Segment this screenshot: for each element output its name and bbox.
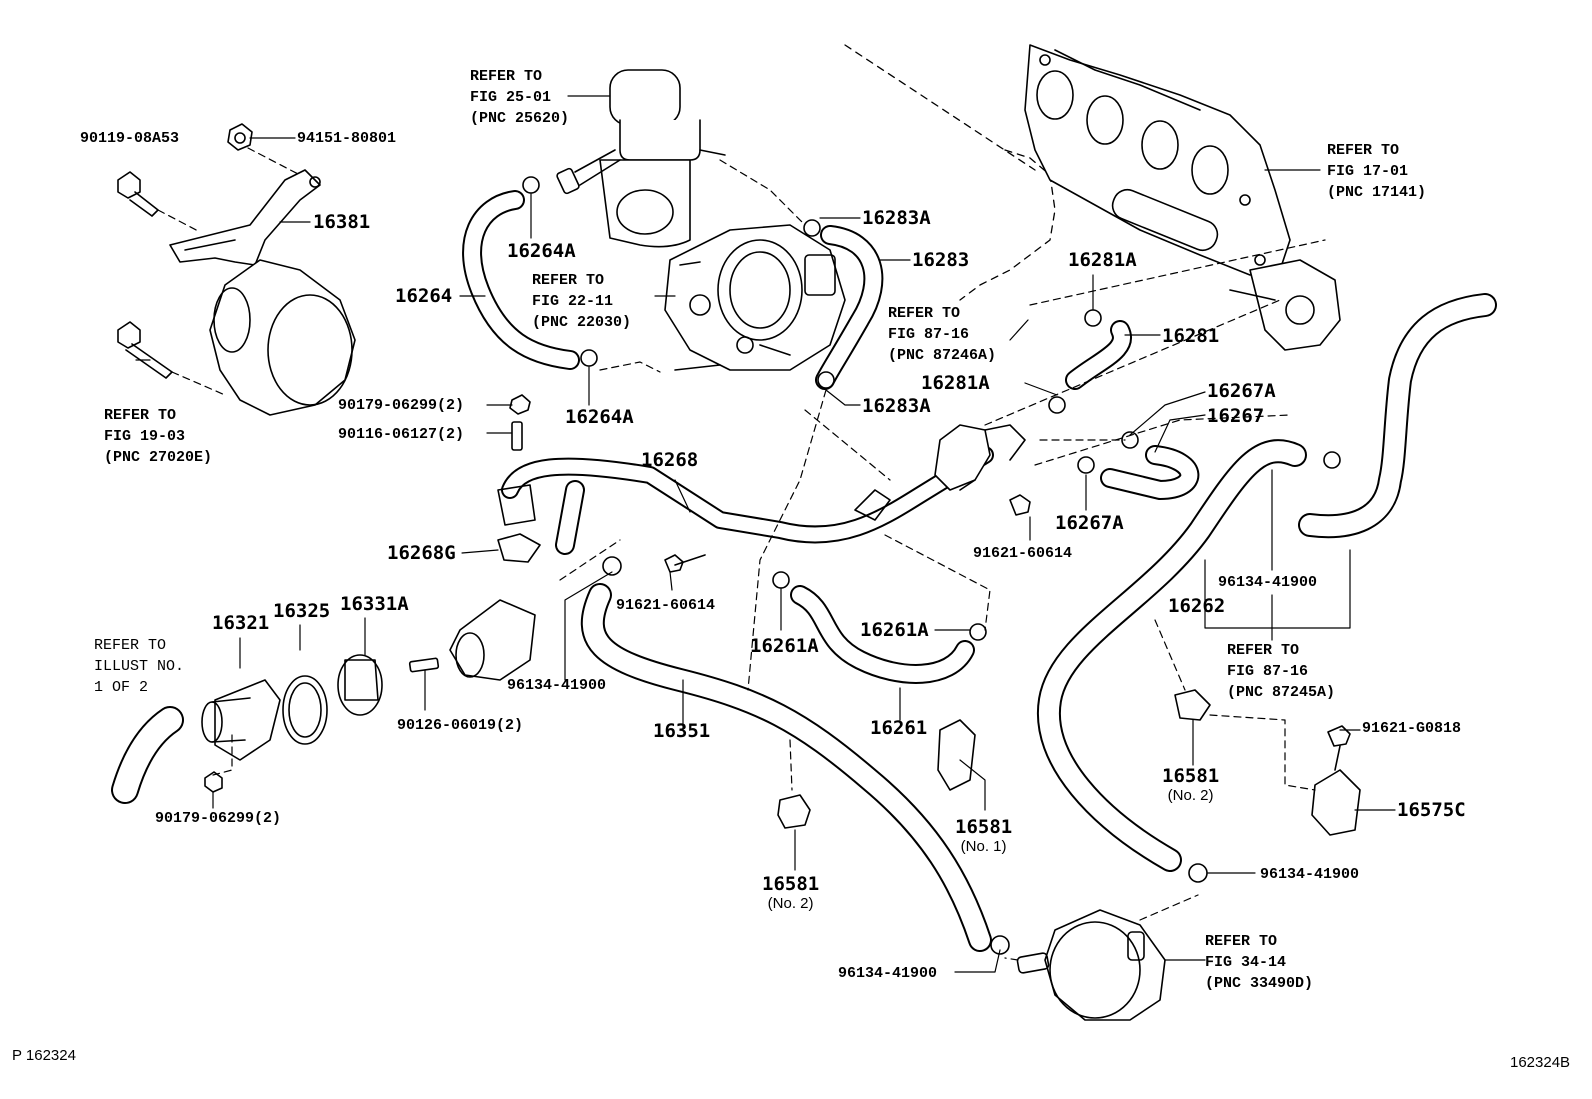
oil-cooler — [1016, 909, 1166, 1021]
ref-fig-19-03: REFER TO FIG 19-03 (PNC 27020E) — [104, 405, 212, 468]
label-16267a-top: 16267A — [1207, 380, 1276, 402]
label-96134-41900-left: 96134-41900 — [507, 677, 607, 694]
label-90179-06299-bottom: 90179-06299(2) — [155, 810, 282, 827]
throttle-body — [664, 224, 846, 371]
label-91621-60614-right: 91621-60614 — [973, 545, 1073, 562]
part-qualifier: (No. 1) — [960, 838, 1007, 855]
ref-line: (PNC 17141) — [1327, 184, 1427, 201]
label-16351: 16351 — [653, 720, 711, 742]
label-16381: 16381 — [313, 211, 371, 233]
label-16331a: 16331A — [340, 593, 409, 615]
label-90179-06299-top: 90179-06299(2) — [338, 397, 465, 414]
label-16268: 16268 — [641, 449, 699, 471]
label-16321: 16321 — [212, 612, 270, 634]
ref-line: FIG 25-01 — [470, 89, 552, 106]
ref-line: FIG 17-01 — [1327, 163, 1409, 180]
ref-fig-34-14: REFER TO FIG 34-14 (PNC 33490D) — [1205, 931, 1313, 994]
water-pump-body — [209, 259, 356, 416]
part-qualifier: (No. 2) — [767, 895, 814, 912]
label-16581-no1: 16581 (No. 1) — [955, 816, 1012, 855]
label-16268g: 16268G — [387, 542, 456, 564]
part-number: 16581 — [955, 816, 1013, 838]
hose-clamps — [522, 176, 1341, 955]
ref-line: FIG 87-16 — [888, 326, 970, 343]
label-leader-lines — [135, 95, 1396, 973]
part-number: 16581 — [762, 873, 820, 895]
engine-outline-dashed — [844, 44, 1056, 301]
ref-fig-87-16-b: REFER TO FIG 87-16 (PNC 87245A) — [1227, 640, 1335, 703]
fasteners-left — [117, 123, 531, 793]
label-16264a-bottom: 16264A — [565, 406, 634, 428]
label-16283: 16283 — [912, 249, 970, 271]
label-90119-08a53: 90119-08A53 — [80, 130, 180, 147]
intake-manifold — [1024, 44, 1341, 351]
label-16281a-top: 16281A — [1068, 249, 1137, 271]
label-94151-80801: 94151-80801 — [297, 130, 397, 147]
ref-line: (PNC 27020E) — [104, 449, 213, 466]
footer-right-code: 162324B — [1510, 1054, 1571, 1071]
ref-line: REFER TO — [104, 407, 177, 424]
label-16267a-bottom: 16267A — [1055, 512, 1124, 534]
ref-line: FIG 87-16 — [1227, 663, 1309, 680]
ref-line: REFER TO — [532, 272, 605, 289]
ref-line: REFER TO — [94, 637, 167, 654]
bracket-16381 — [169, 169, 321, 266]
ref-line: (PNC 87245A) — [1227, 684, 1336, 701]
label-16261a-right: 16261A — [860, 619, 929, 641]
ref-line: REFER TO — [470, 68, 543, 85]
label-96134-41900-bottom: 96134-41900 — [838, 965, 938, 982]
ref-line: FIG 19-03 — [104, 428, 186, 445]
ref-line: FIG 22-11 — [532, 293, 614, 310]
label-91621-60614-left: 91621-60614 — [616, 597, 716, 614]
ref-line: REFER TO — [1327, 142, 1400, 159]
label-16267: 16267 — [1207, 405, 1265, 427]
ref-line: 1 OF 2 — [94, 679, 149, 696]
label-16281a-bottom: 16281A — [921, 372, 990, 394]
label-16261: 16261 — [870, 717, 928, 739]
egr-valve — [556, 69, 726, 248]
footer-left-code: P 162324 — [12, 1047, 76, 1064]
label-16575c: 16575C — [1397, 799, 1466, 821]
ref-line: (PNC 87246A) — [888, 347, 997, 364]
ref-illust-no: REFER TO ILLUST NO. 1 OF 2 — [94, 635, 184, 698]
ref-line: REFER TO — [1227, 642, 1300, 659]
ref-line: ILLUST NO. — [94, 658, 185, 675]
ref-line: REFER TO — [888, 305, 961, 322]
label-16261a-left: 16261A — [750, 635, 819, 657]
label-16264: 16264 — [395, 285, 453, 307]
ref-fig-87-16-a: REFER TO FIG 87-16 (PNC 87246A) — [888, 303, 996, 366]
ref-line: REFER TO — [1205, 933, 1278, 950]
bypass-pipe-assembly — [854, 424, 1026, 521]
label-16581-no2-right: 16581 (No. 2) — [1162, 765, 1219, 804]
label-16281: 16281 — [1162, 325, 1220, 347]
label-90116-06127: 90116-06127(2) — [338, 426, 465, 443]
hoses — [462, 190, 1497, 952]
ref-line: FIG 34-14 — [1205, 954, 1287, 971]
ref-fig-22-11: REFER TO FIG 22-11 (PNC 22030) — [532, 270, 631, 333]
part-qualifier: (No. 2) — [1167, 787, 1214, 804]
label-91621-g0818: 91621-G0818 — [1362, 720, 1462, 737]
ref-line: (PNC 22030) — [532, 314, 632, 331]
ref-fig-25-01: REFER TO FIG 25-01 (PNC 25620) — [470, 66, 569, 129]
label-96134-41900-right: 96134-41900 — [1218, 574, 1318, 591]
thermostat-group — [111, 599, 536, 804]
assembly-dashed-lines — [157, 147, 1326, 961]
label-16264a-top: 16264A — [507, 240, 576, 262]
label-16283a-top: 16283A — [862, 207, 931, 229]
part-number: 16581 — [1162, 765, 1220, 787]
label-16283a-bottom: 16283A — [862, 395, 931, 417]
label-96134-41900-lower-right: 96134-41900 — [1260, 866, 1360, 883]
ref-fig-17-01: REFER TO FIG 17-01 (PNC 17141) — [1327, 140, 1426, 203]
label-16581-no2-left: 16581 (No. 2) — [762, 873, 819, 912]
label-90126-06019: 90126-06019(2) — [397, 717, 524, 734]
ref-line: (PNC 33490D) — [1205, 975, 1314, 992]
label-16325: 16325 — [273, 600, 331, 622]
label-16262: 16262 — [1168, 595, 1226, 617]
clamp-brackets — [497, 484, 1361, 836]
ref-line: (PNC 25620) — [470, 110, 570, 127]
